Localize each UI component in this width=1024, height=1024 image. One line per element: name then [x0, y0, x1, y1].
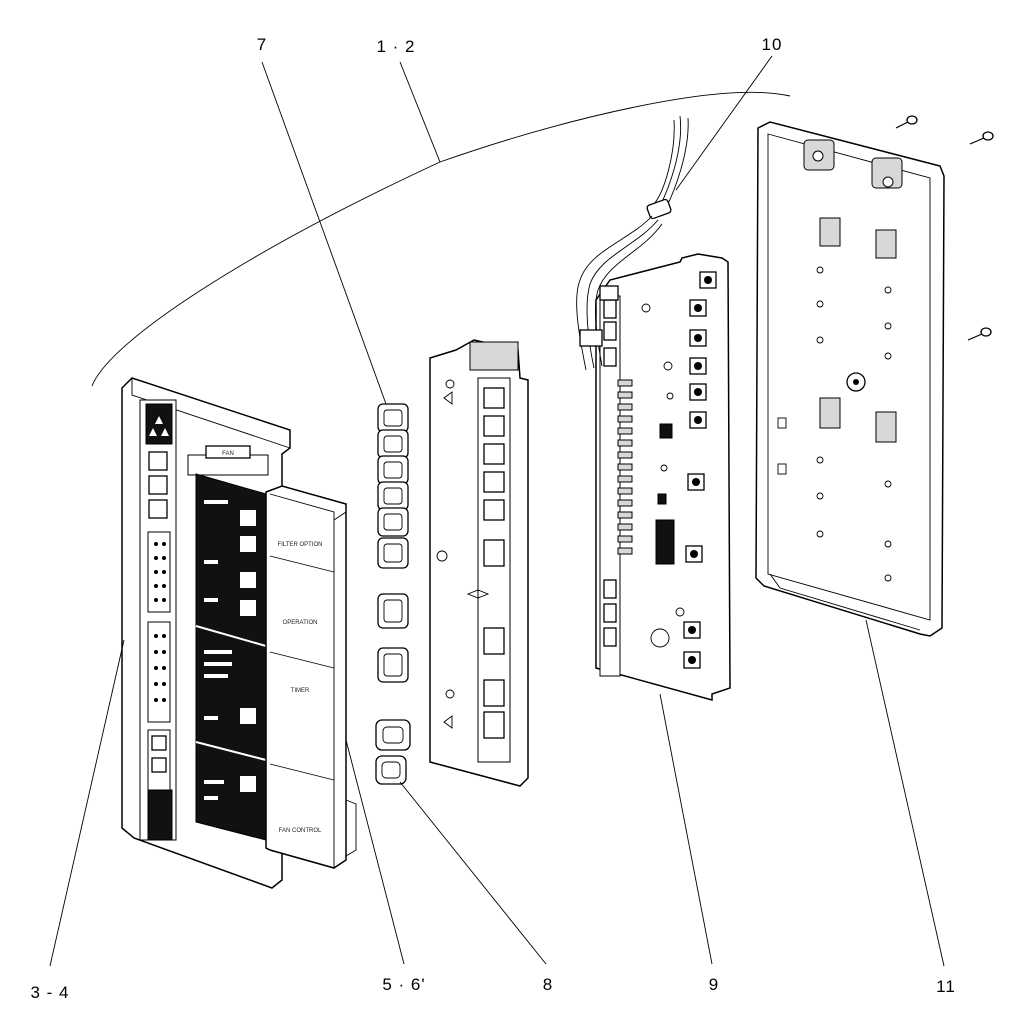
callout-5-6: 5 · 6': [382, 975, 425, 994]
key-frame: [429, 339, 529, 787]
flip-cover: FILTER OPTION OPERATION TIMER FAN CONTRO…: [265, 485, 357, 869]
callout-3-4: 3 - 4: [30, 983, 69, 1002]
callout-7: 7: [257, 35, 267, 54]
strip-indicator-lights: [147, 531, 171, 723]
mode-label-filter: FILTER OPTION: [278, 542, 323, 548]
leader-line-3-4: [49, 639, 125, 967]
rubber-key-set: [377, 403, 409, 683]
callout-10: 10: [762, 35, 783, 54]
leader-line-5-6: [345, 739, 405, 965]
mode-label-timer: TIMER: [291, 688, 310, 694]
callout-8: 8: [543, 975, 553, 994]
screw-icon: [967, 327, 992, 341]
mode-label-fan: FAN CONTROL: [279, 828, 322, 834]
assembly-bracket-curve: [91, 91, 791, 387]
callout-1-2: 1 · 2: [376, 37, 415, 56]
tactile-switch-column: [683, 271, 717, 669]
leader-line-9: [659, 693, 713, 965]
leader-line-7: [261, 61, 387, 405]
mode-label-operation: OPERATION: [283, 620, 318, 626]
back-case: [755, 121, 945, 637]
leader-line-1-2: [399, 61, 441, 163]
mounting-screws: [895, 115, 994, 341]
leader-line-8: [399, 781, 547, 965]
leader-line-10: [675, 55, 773, 191]
leader-line-11: [865, 619, 945, 967]
screw-icon: [969, 131, 994, 145]
circuit-board: [595, 253, 731, 701]
screw-icon: [895, 115, 918, 129]
callout-11: 11: [936, 977, 956, 996]
brand-logo-icon: [149, 416, 169, 436]
callout-9: 9: [709, 975, 719, 994]
small-key-set: [375, 719, 411, 785]
front-housing: FAN: [121, 377, 291, 889]
window-label: FAN: [222, 451, 234, 457]
diode-column: [617, 379, 633, 555]
wire-harness: [576, 115, 689, 371]
